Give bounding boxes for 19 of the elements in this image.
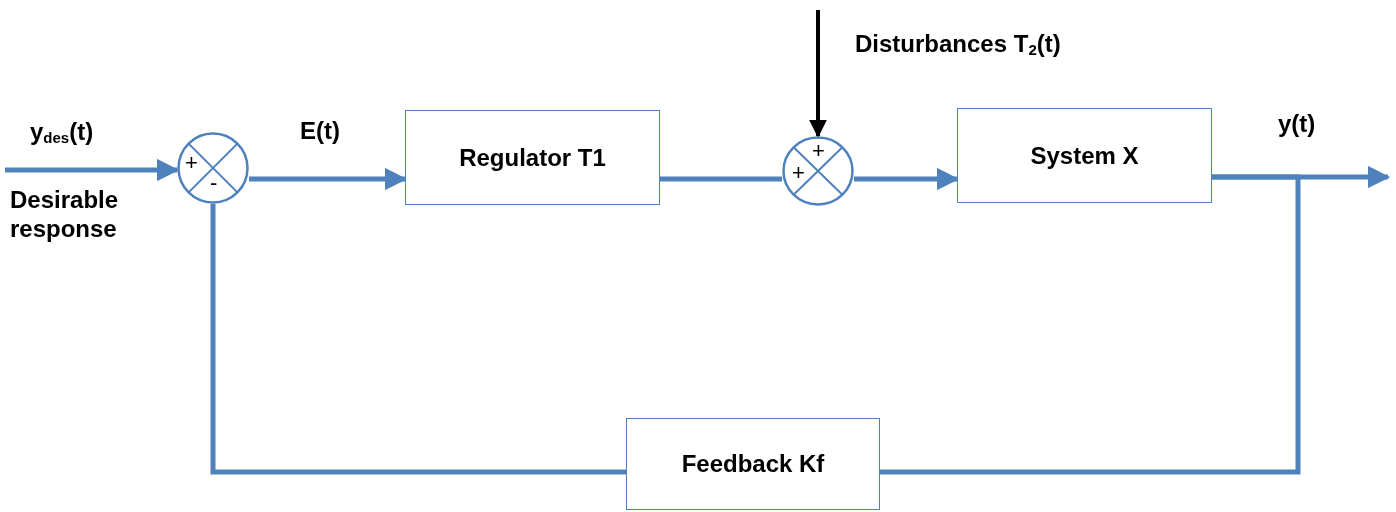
sign-label: + [185,152,198,174]
sign-label: - [210,172,218,194]
sign-label: + [792,162,805,184]
signal-label: Disturbances T$_{2}$(t) [855,30,1061,58]
process-box [957,108,1212,203]
process-box [405,110,660,205]
connector-line [210,204,626,475]
arrow [809,10,827,138]
process-box [626,418,880,510]
signal-label: y(t) [1278,110,1316,138]
signal-label: y$_{des}$(t) [30,118,94,146]
sign-label: + [812,140,825,162]
connector-line [660,176,782,182]
box-label: Regulator T1 [459,143,606,172]
signal-description: Desirable response [10,185,120,243]
signal-label: E(t) [300,117,340,145]
box-label: System X [1030,141,1139,170]
connector-line [880,174,1301,475]
box-label: Feedback Kf [681,450,825,478]
